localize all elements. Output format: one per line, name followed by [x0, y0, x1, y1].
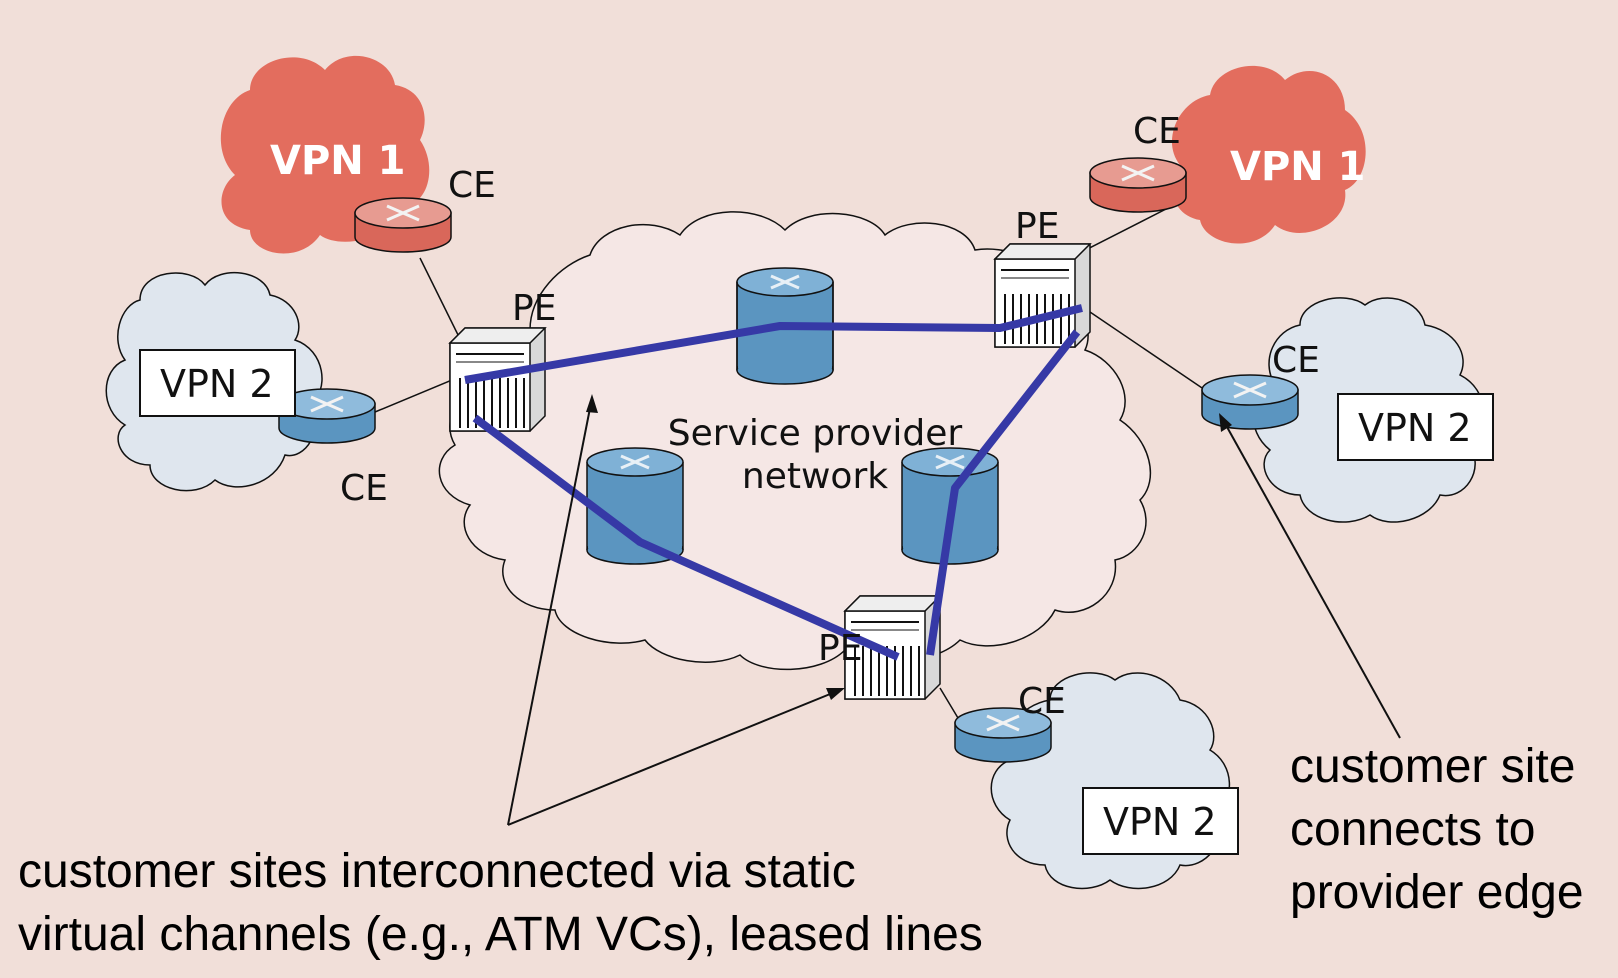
ce-router-top-left [354, 197, 452, 253]
annotation-bottom-line2: virtual channels (e.g., ATM VCs), leased… [18, 908, 983, 961]
pe-bottom-label: PE [818, 628, 862, 669]
arrowhead-pe-bottom [826, 688, 845, 700]
vpn2-left-label: VPN 2 [160, 362, 274, 406]
pe-left-label: PE [512, 288, 556, 329]
arrow-to-channel [507, 397, 593, 826]
vc-left-to-right [464, 304, 1083, 384]
link-ce-left-to-pe [374, 379, 453, 413]
annotation-right-line1: customer site [1290, 740, 1575, 793]
access-links [374, 206, 1209, 719]
annotation-right-line3: provider edge [1290, 866, 1584, 919]
ce-bottom-label: CE [1018, 681, 1066, 722]
ce-top-left-label: CE [448, 165, 496, 206]
link-pe-to-ce-right [1089, 311, 1209, 393]
ce-router-right [1201, 374, 1299, 430]
pe-switch-right [993, 243, 1092, 348]
arrowhead-provider-edge [1219, 413, 1232, 432]
vpn2-bottom-label: VPN 2 [1103, 800, 1217, 844]
arrow-to-provider-edge [1221, 417, 1401, 739]
ce-router-bottom [954, 707, 1052, 763]
ce-top-right-label: CE [1133, 111, 1181, 152]
provider-network-label-line1: Service provider [668, 413, 963, 454]
vpn1-right-label: VPN 1 [1230, 144, 1366, 190]
ce-router-left [278, 388, 376, 444]
annotation-bottom-line1: customer sites interconnected via static [18, 845, 856, 898]
link-pe-to-ce-bottom [939, 687, 959, 719]
arrow-heads [586, 394, 1232, 700]
vc-left-to-bottom [472, 414, 900, 661]
ce-router-top-right [1089, 157, 1187, 213]
virtual-channels [464, 304, 1083, 661]
provider-network-label-line2: network [742, 456, 888, 497]
annotation-right-line2: connects to [1290, 803, 1535, 856]
vpn2-bottom-box [1082, 787, 1239, 855]
ce-left-label: CE [340, 468, 388, 509]
vpn2-right-label: VPN 2 [1358, 406, 1472, 450]
arrowhead-channel [586, 394, 598, 413]
pe-right-label: PE [1015, 206, 1059, 247]
annotation-arrows [507, 397, 1401, 826]
pe-switch-left [448, 327, 547, 432]
vpn1-left-label: VPN 1 [270, 138, 406, 184]
core-router-left [586, 447, 684, 565]
pe-switch-bottom [843, 595, 942, 700]
vpn2-left-box [139, 349, 296, 417]
link-ce-top-left-to-pe [419, 257, 464, 346]
vpn1-cloud-right [1171, 65, 1366, 244]
vc-right-to-bottom [926, 329, 1081, 656]
vpn2-right-box [1337, 393, 1494, 461]
arrow-to-pe-bottom [507, 689, 841, 826]
ce-right-label: CE [1272, 340, 1320, 381]
